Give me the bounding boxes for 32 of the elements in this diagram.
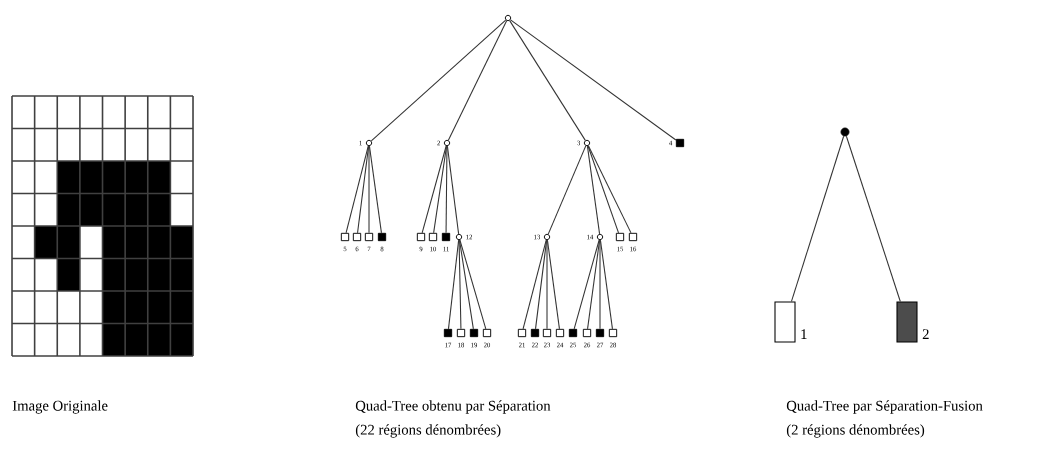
tree-edge bbox=[510, 19, 677, 141]
tree-edge bbox=[446, 145, 460, 235]
tree-edge bbox=[459, 239, 487, 330]
tree-edge bbox=[345, 145, 369, 234]
tree-edge bbox=[599, 239, 613, 330]
tree-edge bbox=[458, 239, 462, 330]
caption: Quad-Tree obtenu par Séparation bbox=[355, 400, 551, 414]
tree-edge bbox=[573, 239, 600, 330]
tree-edge bbox=[599, 239, 601, 330]
tree-edge bbox=[458, 239, 474, 330]
tree-edge bbox=[368, 145, 370, 234]
tree-edge bbox=[790, 135, 845, 302]
caption: (2 régions dénombrées) bbox=[786, 424, 925, 438]
node-number: 1 bbox=[801, 329, 807, 339]
node-number: 2 bbox=[922, 329, 929, 339]
tree-edge bbox=[587, 145, 620, 234]
tree-edge bbox=[509, 20, 586, 141]
tree-edge bbox=[586, 145, 601, 235]
tree-edge bbox=[368, 145, 382, 234]
tree-edge bbox=[845, 135, 901, 302]
tree-edge bbox=[587, 145, 632, 234]
tree-edge bbox=[546, 239, 560, 330]
caption: Quad-Tree par Séparation-Fusion bbox=[786, 400, 983, 414]
caption: Image Originale bbox=[12, 400, 108, 414]
tree-edge bbox=[421, 145, 447, 234]
tree-edge bbox=[370, 19, 507, 142]
tree-edge bbox=[546, 239, 548, 330]
tree-edge bbox=[522, 239, 547, 330]
tree-edge bbox=[447, 20, 508, 141]
tree-edge bbox=[445, 145, 448, 234]
tree-edge bbox=[547, 145, 587, 235]
caption: (22 régions dénombrées) bbox=[355, 424, 501, 438]
